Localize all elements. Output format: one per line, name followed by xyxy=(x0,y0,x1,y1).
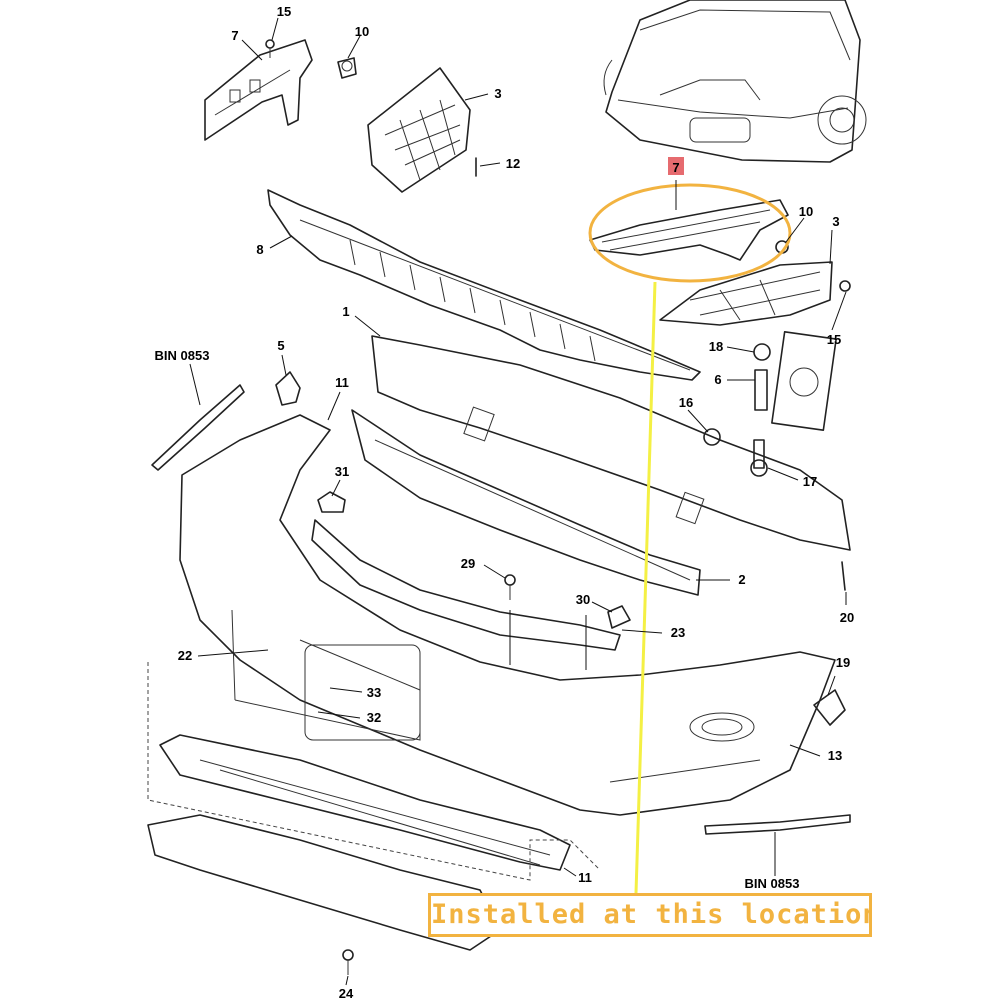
callout-12: 12 xyxy=(506,156,520,171)
car-rear-view xyxy=(603,0,867,163)
callout-18: 18 xyxy=(709,339,723,354)
callout-23: 23 xyxy=(671,625,685,640)
callout-19: 19 xyxy=(836,655,850,670)
callout-5: 5 xyxy=(277,338,284,353)
callout-32: 32 xyxy=(367,710,381,725)
part-19-bracket xyxy=(813,689,846,726)
part-24-undertray xyxy=(147,814,501,951)
callout-11-bottom: 11 xyxy=(578,870,592,885)
part-1-beam xyxy=(371,335,851,551)
part-7-installed xyxy=(589,199,789,261)
part-3-duct xyxy=(367,67,471,193)
part-10-clip xyxy=(337,57,357,79)
callout-30: 30 xyxy=(576,592,590,607)
callout-20: 20 xyxy=(840,610,854,625)
bin-strip-left xyxy=(151,384,245,471)
part-31-clip xyxy=(317,491,346,513)
callout-15-right: 15 xyxy=(827,332,841,347)
callout-29: 29 xyxy=(461,556,475,571)
part-24-screw xyxy=(342,949,354,975)
part-2-foam xyxy=(351,409,701,596)
callout-6: 6 xyxy=(714,372,721,387)
highlight-leader xyxy=(634,281,657,894)
part-29-screw xyxy=(504,574,516,600)
callout-16: 16 xyxy=(679,395,693,410)
part-7-bracket xyxy=(204,39,313,141)
part-8-absorber xyxy=(267,189,701,381)
part-5-part xyxy=(275,371,301,406)
callout-1: 1 xyxy=(342,304,349,319)
highlight-ellipse xyxy=(588,183,792,283)
bin-label-bottom: BIN 0853 xyxy=(745,876,800,891)
callout-7-right: 7 xyxy=(672,160,679,175)
callout-33: 33 xyxy=(367,685,381,700)
callout-15-top: 15 xyxy=(277,4,291,19)
callout-3-top: 3 xyxy=(494,86,501,101)
leader-lines xyxy=(189,17,847,986)
callout-7-left: 7 xyxy=(231,28,238,43)
lower-grille xyxy=(159,734,571,871)
callout-17: 17 xyxy=(803,474,817,489)
part-13-bumper-cover xyxy=(179,414,836,816)
callout-numbers: 15 10 7 3 12 8 7 10 3 15 1 5 11 18 6 16 … xyxy=(155,4,855,1000)
bin-strip-right xyxy=(704,814,851,835)
callout-24: 24 xyxy=(339,986,354,1000)
part-18-6-mount xyxy=(703,331,837,477)
part-15-screw xyxy=(265,39,275,58)
diffuser-outline xyxy=(147,662,601,881)
callout-8: 8 xyxy=(256,242,263,257)
callout-31: 31 xyxy=(335,464,349,479)
callout-10-top: 10 xyxy=(355,24,369,39)
part-7-marker xyxy=(668,157,684,175)
callout-10-right: 10 xyxy=(799,204,813,219)
callout-13: 13 xyxy=(828,748,842,763)
part-3-duct-right xyxy=(659,261,851,326)
callout-11-top: 11 xyxy=(335,375,349,390)
bin-label-top: BIN 0853 xyxy=(155,348,210,363)
callout-2: 2 xyxy=(738,572,745,587)
callout-3-right: 3 xyxy=(832,214,839,229)
callout-22: 22 xyxy=(178,648,192,663)
part-30-clip xyxy=(607,605,631,629)
part-23-absorber xyxy=(311,519,621,651)
installed-location-banner: Installed at this location xyxy=(428,893,872,937)
